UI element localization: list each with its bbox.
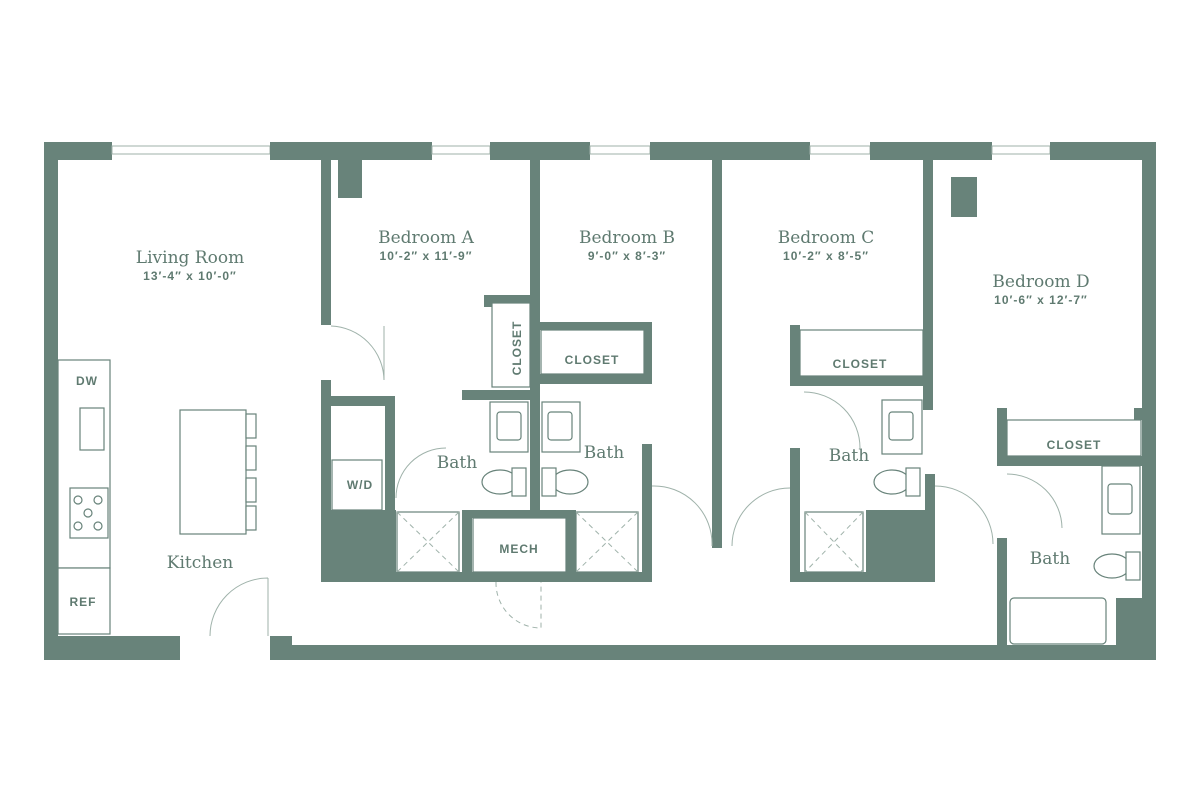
closet-b-label: CLOSET	[565, 353, 620, 367]
bath-b-label: Bath	[584, 443, 624, 463]
kitchen-island	[179, 409, 247, 535]
fixtures	[57, 302, 1142, 645]
toilet	[551, 469, 589, 495]
interior-walls	[321, 160, 1142, 645]
window	[589, 145, 651, 155]
mech-label: MECH	[499, 542, 538, 556]
closet-a-label: CLOSET	[510, 321, 524, 376]
toilet	[873, 469, 911, 495]
refrigerator	[57, 567, 111, 635]
living-room-label: Living Room	[136, 248, 244, 268]
bath-c-label: Bath	[829, 446, 869, 466]
window	[111, 145, 271, 155]
kitchen-label: Kitchen	[167, 553, 233, 573]
bedroom-a-dims: 10′-2″ x 11′-9″	[380, 249, 473, 263]
washer-dryer	[331, 459, 383, 511]
bath-a-label: Bath	[437, 453, 477, 473]
bedroom-d-dims: 10′-6″ x 12′-7″	[994, 293, 1088, 307]
closet-c	[799, 329, 924, 377]
window	[431, 145, 491, 155]
toilet	[1093, 553, 1131, 579]
shower	[575, 511, 639, 573]
closet-d	[1006, 419, 1142, 457]
bedroom-c-dims: 10′-2″ x 8′-5″	[783, 249, 869, 263]
closet-a	[491, 302, 531, 388]
bedroom-c-label: Bedroom C	[778, 228, 875, 248]
living-room-dims: 13′-4″ x 10′-0″	[143, 269, 237, 283]
bath-d-label: Bath	[1030, 549, 1070, 569]
bedroom-b-dims: 9′-0″ x 8′-3″	[588, 249, 666, 263]
closet-c-label: CLOSET	[833, 357, 888, 371]
wd-label: W/D	[347, 478, 373, 492]
closet-b	[540, 329, 645, 375]
closet-d-label: CLOSET	[1047, 438, 1102, 452]
doors	[209, 325, 1063, 637]
exterior-walls	[44, 142, 1156, 660]
ref-label: REF	[70, 595, 97, 609]
bathtub	[1009, 597, 1107, 645]
dw-label: DW	[76, 374, 98, 388]
window	[991, 145, 1051, 155]
shower	[396, 511, 460, 573]
bedroom-a-label: Bedroom A	[378, 228, 475, 248]
bedroom-b-label: Bedroom B	[579, 228, 675, 248]
mech-room	[472, 517, 567, 573]
kitchen-sink	[79, 407, 105, 451]
bedroom-d-label: Bedroom D	[992, 272, 1089, 292]
window	[809, 145, 871, 155]
